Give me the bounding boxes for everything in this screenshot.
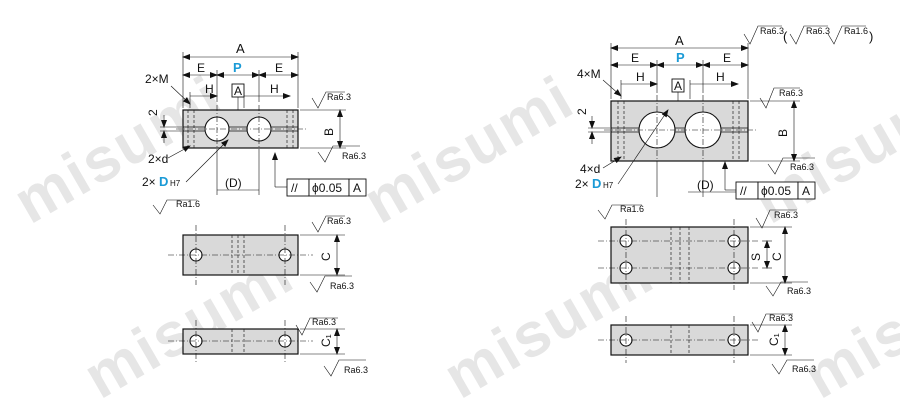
left-view3-dim-C1: C₁	[319, 334, 333, 347]
right-dim-H-left: H	[636, 70, 645, 84]
left-dim-P: P	[233, 60, 242, 75]
watermark-text-6: misumi	[793, 238, 900, 400]
left-hole-callout: 2×d	[148, 152, 168, 166]
left-bore-tol: H7	[170, 179, 181, 188]
watermark-text-2: misumi	[353, 63, 586, 237]
left-view2-roughness-bottom: Ra6.3	[330, 281, 354, 291]
left-tol-datum: A	[353, 181, 361, 195]
right-view2-dim-S: S	[749, 253, 763, 261]
watermark-group: misumi misumi misumi misumi misumi misum…	[3, 63, 900, 400]
right-paren-r2: Ra1.6	[844, 26, 868, 36]
right-view3-dim-C1: C₁	[767, 333, 781, 346]
right-roughness-top: Ra6.3	[779, 88, 803, 98]
right-dim-B: B	[776, 129, 790, 137]
right-view2-dim-C: C	[770, 252, 784, 261]
right-top-body	[611, 227, 748, 283]
left-bore-D: D	[159, 174, 168, 189]
left-view2-dim-C: C	[319, 252, 333, 261]
left-slit-dim: 2	[146, 109, 160, 116]
right-tol-symbol: //	[740, 184, 747, 198]
right-dim-E-right: E	[723, 51, 731, 65]
watermark-text-1: misumi	[3, 63, 236, 237]
right-roughness-bore: Ra1.6	[620, 204, 644, 214]
right-hole-callout: 4×d	[580, 162, 600, 176]
left-roughness-top: Ra6.3	[327, 92, 351, 102]
right-view3-roughness-bottom: Ra6.3	[792, 364, 816, 374]
right-dim-E-left: E	[631, 51, 639, 65]
right-ref-dim-D: (D)	[697, 178, 714, 192]
right-tol-value: ϕ0.05	[761, 184, 791, 198]
left-front-view	[176, 105, 306, 153]
left-roughness-bottom: Ra6.3	[342, 151, 366, 161]
left-bore-prefix: 2×	[142, 175, 156, 189]
right-paren-open: (	[783, 29, 788, 44]
left-view2-roughness-top: Ra6.3	[327, 216, 351, 226]
right-dim-A: A	[675, 33, 684, 48]
right-tol-datum: A	[802, 184, 810, 198]
right-general-roughness: Ra6.3	[760, 26, 784, 36]
right-slit-dim: 2	[575, 108, 589, 115]
right-dim-H-right: H	[716, 70, 725, 84]
left-dim-E-left: E	[197, 61, 205, 75]
right-datum-A: A	[674, 79, 682, 93]
right-paren-r1: Ra6.3	[806, 26, 830, 36]
left-datum-A: A	[234, 84, 242, 98]
right-thread-callout: 4×M	[577, 67, 601, 81]
right-bore-D: D	[592, 176, 601, 191]
right-general-roughness: Ra6.3 ( Ra6.3 Ra1.6 )	[744, 26, 873, 44]
right-dim-P: P	[676, 50, 685, 65]
left-view3-roughness-top: Ra6.3	[312, 317, 336, 327]
left-dim-H-right: H	[270, 82, 279, 96]
left-roughness-bore: Ra1.6	[176, 199, 200, 209]
right-bore-prefix: 2×	[575, 177, 589, 191]
right-view3-roughness-top: Ra6.3	[769, 313, 793, 323]
left-dim-H-left: H	[205, 82, 214, 96]
right-paren-close: )	[869, 29, 873, 44]
left-dim-B: B	[322, 128, 336, 136]
left-tol-value: ϕ0.05	[312, 181, 342, 195]
left-view3-roughness-bottom: Ra6.3	[344, 365, 368, 375]
left-ref-dim-D: (D)	[225, 176, 242, 190]
right-view2-roughness-top: Ra6.3	[774, 210, 798, 220]
watermark-text-3: misumi	[743, 63, 900, 237]
left-dim-E-right: E	[275, 61, 283, 75]
right-bore-tol: H7	[603, 181, 614, 190]
right-clamp-body	[611, 101, 748, 161]
left-thread-callout: 2×M	[145, 72, 169, 86]
right-bottom-view: C₁ Ra6.3 Ra6.3	[598, 313, 816, 374]
right-front-view	[604, 95, 756, 167]
left-dim-A: A	[236, 41, 245, 56]
right-roughness-bottom: Ra6.3	[790, 162, 814, 172]
right-view2-roughness-bottom: Ra6.3	[787, 286, 811, 296]
left-tol-symbol: //	[291, 181, 298, 195]
